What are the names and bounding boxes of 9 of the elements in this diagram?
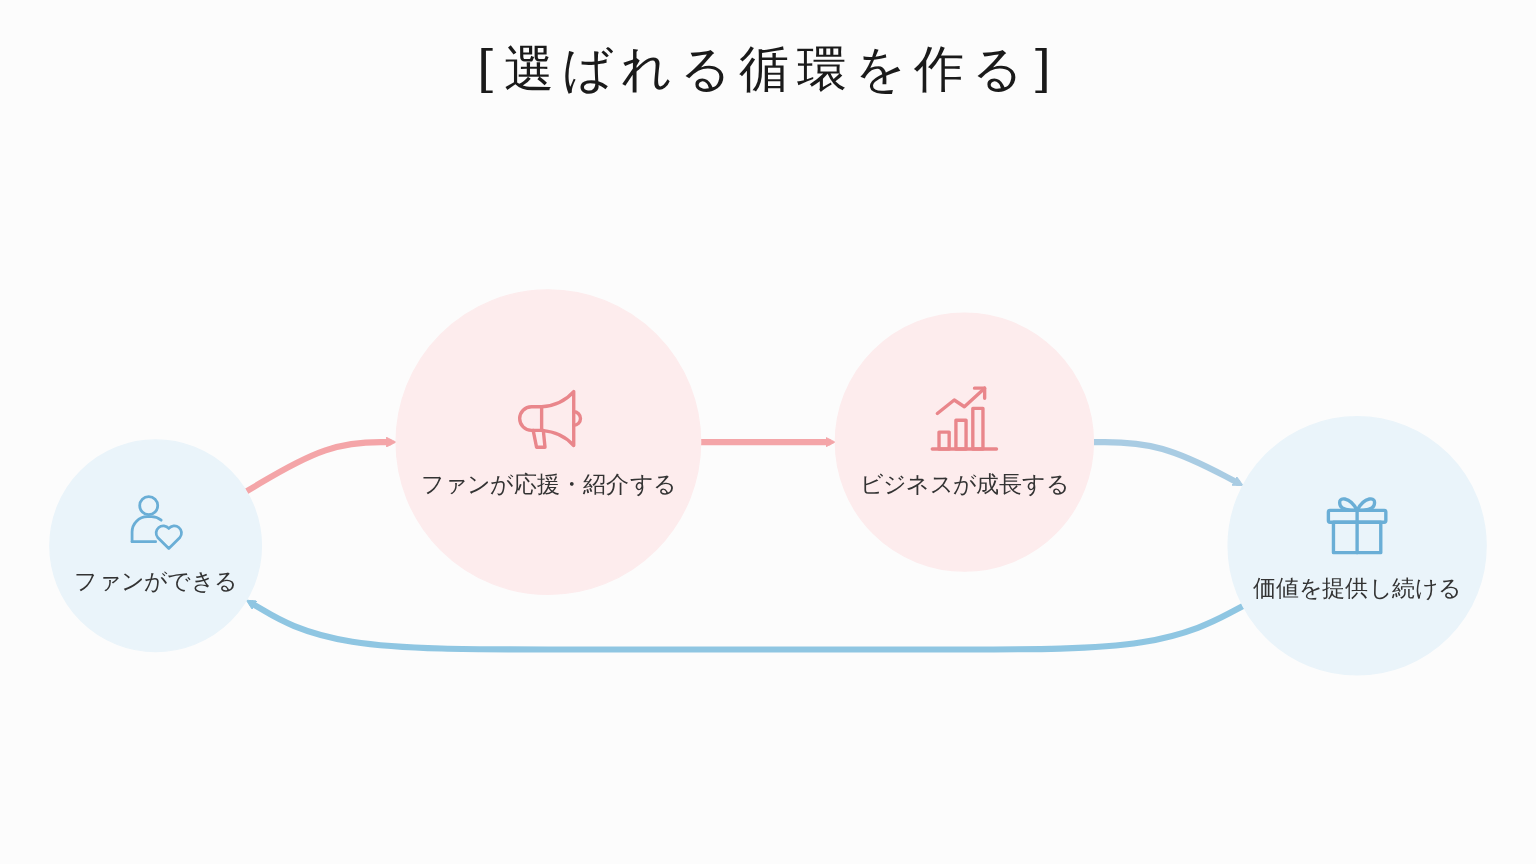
node-circle: ファンが応援・紹介する [395,288,702,595]
arrow [244,436,397,494]
node-circle: ファンができる [49,439,263,652]
arrow [1093,438,1244,486]
diagram-title: [選ばれる循環を作る] [476,39,1060,100]
node-circle: ビジネスが成長する [834,312,1095,572]
arrow [700,436,836,448]
arrow [245,599,1245,653]
node-circle: 価値を提供し続ける [1227,415,1487,676]
